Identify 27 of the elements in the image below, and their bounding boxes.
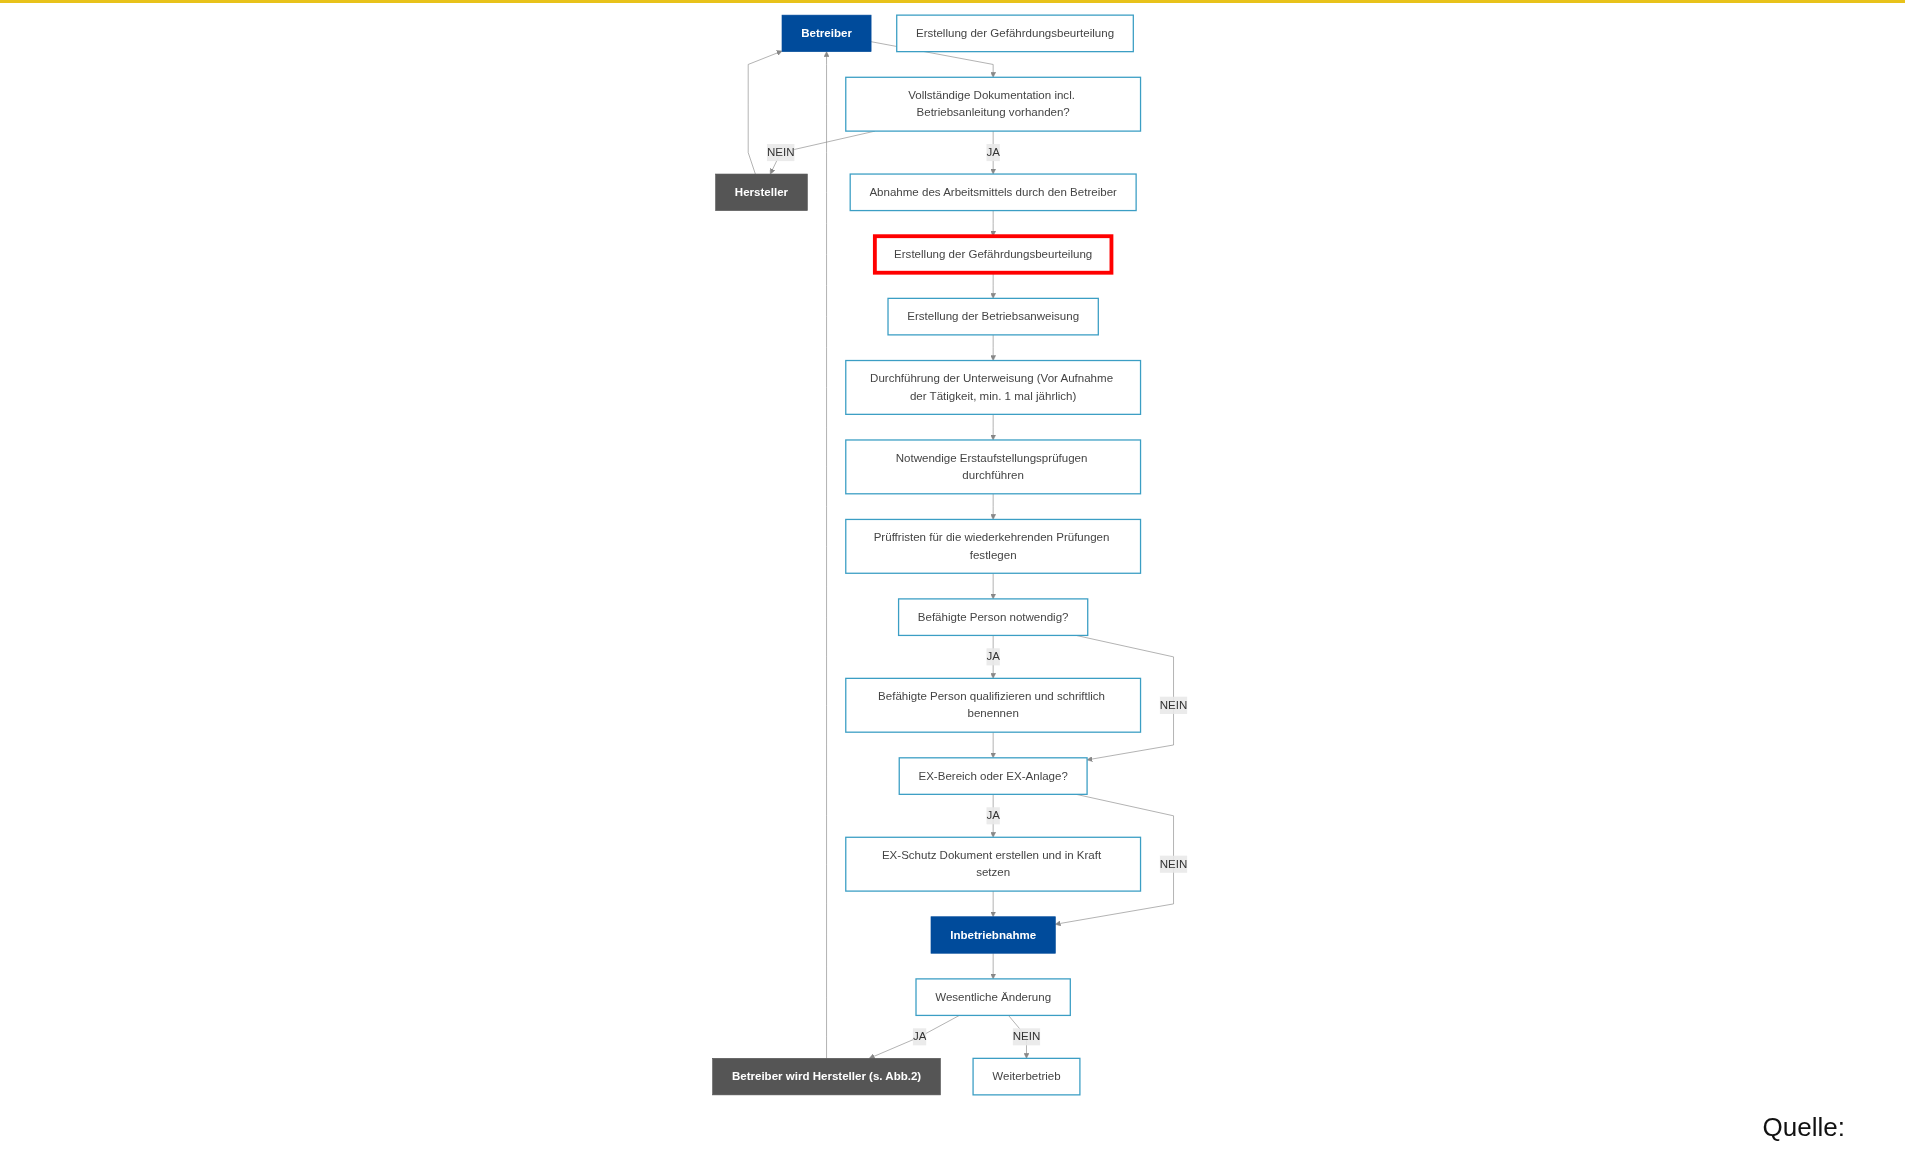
node-box: Betreiber wird Hersteller (s. Abb.2) [712, 1058, 941, 1096]
node-box: Vollständige Dokumentation incl. Betriebsanleitung vorhanden? [845, 76, 1142, 132]
node-box: Weiterbetrieb [972, 1057, 1081, 1096]
edge-label: NEIN [1159, 857, 1188, 871]
edge-label: NEIN [1159, 698, 1188, 712]
edge-label: NEIN [1012, 1030, 1041, 1043]
edge-label: NEIN [766, 145, 795, 159]
node-box: Befähigte Person qualifizieren und schriftlich benennen [845, 677, 1142, 733]
node-box: Abnahme des Arbeitsmittels durch den Betreiber [849, 173, 1137, 212]
edge-label: JA [986, 809, 1000, 822]
node-box: Erstellung der Gefährdungsbeurteilung [896, 14, 1134, 53]
node-box: EX-Bereich oder EX-Anlage? [898, 757, 1088, 795]
node-box: Inbetriebnahme [930, 916, 1056, 954]
source-note: Quelle: [1762, 1112, 1845, 1142]
node-box: Erstellung der Betriebsanweisung [887, 297, 1099, 336]
node-box: Wesentliche Änderung [915, 978, 1071, 1017]
edge-label: JA [986, 650, 1000, 663]
node-box: Betreiber [781, 14, 872, 52]
edge-label: JA [912, 1030, 927, 1043]
edge-label: JA [986, 145, 1000, 159]
node-box: EX-Schutz Dokument erstellen und in Kraft setzen [845, 836, 1142, 892]
node-box: Prüffristen für die wiederkehrenden Prüfungen festlegen [845, 518, 1142, 574]
node-box: Notwendige Erstaufstellungsprüfugen durchführen [845, 439, 1142, 495]
node-box: Erstellung der Gefährdungsbeurteilung [872, 234, 1114, 275]
node-box: Befähigte Person notwendig? [897, 598, 1089, 637]
node-box: Hersteller [715, 173, 808, 211]
node-box: Durchführung der Unterweisung (Vor Aufnahme der Tätigkeit, min. 1 mal jährlich) [845, 359, 1142, 415]
